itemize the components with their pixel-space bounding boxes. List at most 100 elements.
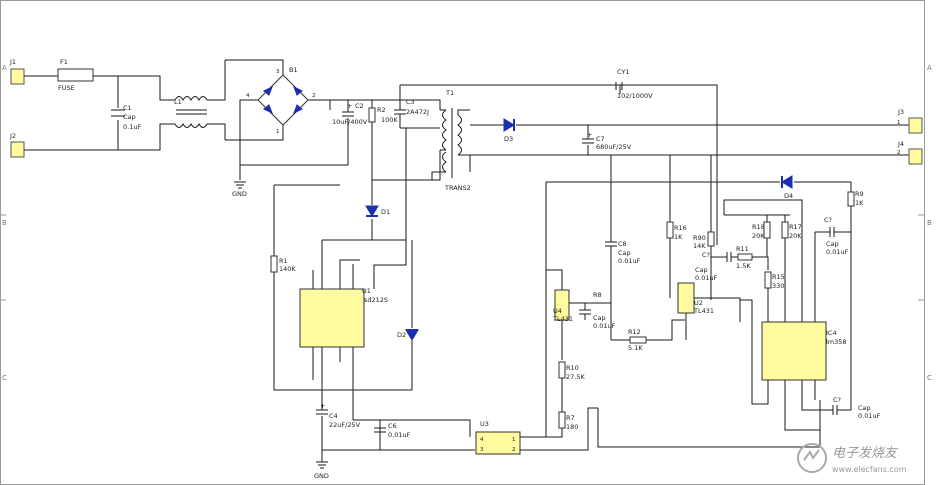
row-label-a: A xyxy=(2,64,7,72)
row-label-a-right: A xyxy=(927,64,932,72)
u3-pin2: 2 xyxy=(512,447,516,453)
watermark-text: 电子发烧友 xyxy=(832,446,899,461)
r17-value: 20K xyxy=(789,232,802,240)
row-label-c: C xyxy=(2,374,7,382)
c11-ref: C? xyxy=(833,396,841,404)
r8-ref: R8 xyxy=(593,291,602,299)
r7-ref: R7 xyxy=(566,414,575,422)
u4-ref: U4 xyxy=(553,307,562,315)
r10-ref: R10 xyxy=(566,364,579,372)
input-stage: J1 J2 F1 FUSE C1 Cap 0.1uF L1 B1 4 2 3 1 xyxy=(9,58,349,198)
c11-type: Cap xyxy=(858,404,871,412)
gnd2-label: GND xyxy=(314,472,329,480)
r17-ref: R17 xyxy=(789,223,802,231)
primary-stage: + C2 10uF/400V R2 100K C3 2A472J T1 TRAN… xyxy=(270,84,620,480)
r10 xyxy=(558,361,566,379)
r9-value: 1K xyxy=(855,199,864,207)
c8-value: 0.01uF xyxy=(618,257,641,265)
r18-value: 20K xyxy=(752,232,765,240)
c7-polarity: + xyxy=(587,131,592,139)
r10-value: 27.5K xyxy=(566,373,585,381)
d4-ref: D4 xyxy=(784,192,793,200)
f1-ref: F1 xyxy=(60,58,68,66)
r12-ref: R12 xyxy=(628,328,641,336)
connector-j1 xyxy=(10,68,25,85)
r18-ref: R18 xyxy=(752,223,765,231)
u4-value: TL431 xyxy=(552,315,573,323)
u2-value: TL431 xyxy=(693,307,714,315)
j3-pin: 1 xyxy=(897,120,901,126)
r12-value: 5.1K xyxy=(628,344,643,352)
c9-type: Cap xyxy=(695,266,708,274)
connector-j3 xyxy=(908,117,923,134)
t1-ref: T1 xyxy=(445,89,454,97)
watermark-url: www.elecfans.com xyxy=(832,465,907,474)
b1-ref: B1 xyxy=(289,66,298,74)
watermark: 电子发烧友 www.elecfans.com xyxy=(797,443,907,474)
c11-value: 0.01uF xyxy=(858,412,881,420)
row-label-b-right: B xyxy=(927,219,932,227)
c1-value: 0.1uF xyxy=(123,123,141,131)
r90-ref: R90 xyxy=(693,234,706,242)
r2-ref: R2 xyxy=(377,106,386,114)
b1-pin2: 2 xyxy=(312,93,316,99)
r2 xyxy=(368,107,376,123)
t1-value: TRANS2 xyxy=(444,184,471,192)
gnd1-label: GND xyxy=(232,190,247,198)
c7-ref: C7 xyxy=(596,135,605,143)
r7-value: 180 xyxy=(566,423,578,431)
r15-ref: R15 xyxy=(772,273,785,281)
watermark-logo-icon xyxy=(797,443,827,473)
connector-j2 xyxy=(10,141,25,158)
fuse-f1 xyxy=(57,68,94,82)
c10-value: 0.01uF xyxy=(826,248,849,256)
r11-ref: R11 xyxy=(736,245,749,253)
row-label-c-right: C xyxy=(927,374,932,382)
r7 xyxy=(558,411,566,429)
u3-pin1: 1 xyxy=(512,437,516,443)
r9 xyxy=(847,191,855,207)
j3-label: J3 xyxy=(897,108,904,116)
c2-ref: C2 xyxy=(355,102,364,110)
b1-pin1: 1 xyxy=(276,129,280,135)
r16-value: 1K xyxy=(674,233,683,241)
l1-ref: L1 xyxy=(174,98,182,106)
c9-value: 0.01uF xyxy=(695,274,718,282)
c2-value: 10uF/400V xyxy=(332,118,368,126)
d2-ref: D2 xyxy=(397,331,406,339)
r8-value: 0.01uF xyxy=(593,322,616,330)
row-label-b: B xyxy=(2,219,7,227)
j1-label: J1 xyxy=(9,58,16,66)
r9-ref: R9 xyxy=(855,190,864,198)
b1-pin4: 4 xyxy=(246,93,250,99)
connector-j4 xyxy=(908,148,923,165)
r17 xyxy=(781,221,789,239)
u2-ref: U2 xyxy=(694,299,703,307)
c9-ref: C? xyxy=(702,251,710,259)
ic4-ref: IC4 xyxy=(826,329,837,337)
r15-value: 330 xyxy=(772,282,784,290)
c4-value: 22uF/25V xyxy=(329,421,361,429)
j2-label: J2 xyxy=(9,132,16,140)
c10-type: Cap xyxy=(826,240,839,248)
c7-value: 680uF/25V xyxy=(596,143,632,151)
cy1-value: 102/1000V xyxy=(617,92,653,100)
cy1-ref: CY1 xyxy=(617,68,630,76)
c1-type: Cap xyxy=(123,113,136,121)
d1-ref: D1 xyxy=(381,208,390,216)
ic-ic4 xyxy=(761,321,827,381)
u1-value: sd212S xyxy=(364,296,388,304)
ic4-value: lm358 xyxy=(826,338,847,346)
r2-value: 100K xyxy=(381,116,398,124)
u3-pin4: 4 xyxy=(480,437,484,443)
u1-ref: U1 xyxy=(362,287,371,295)
r1-value: 140K xyxy=(279,265,296,273)
r16-ref: R16 xyxy=(674,224,687,232)
r1-ref: R1 xyxy=(279,257,288,265)
r90 xyxy=(707,231,715,247)
b1-pin3: 3 xyxy=(276,69,280,75)
r11 xyxy=(737,253,753,261)
u3-ref: U3 xyxy=(480,420,489,428)
